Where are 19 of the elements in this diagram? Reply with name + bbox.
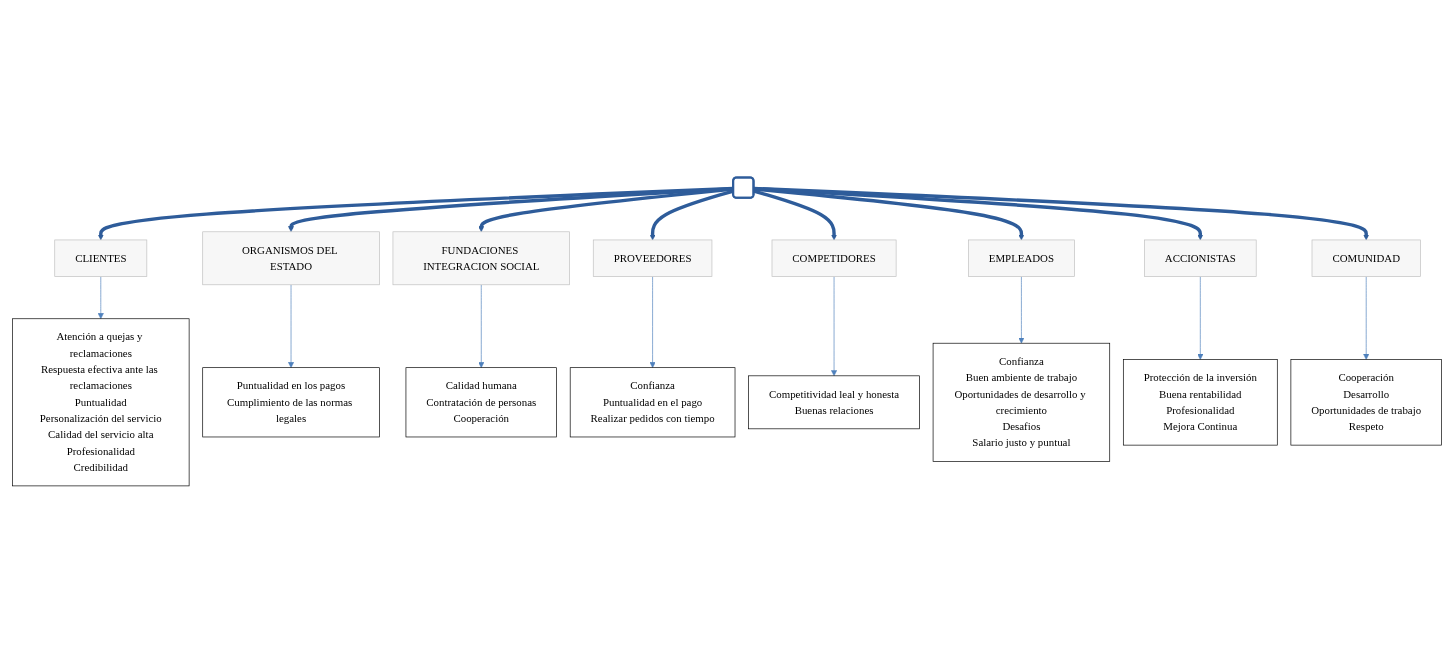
node-box: Puntualidad en los pagos Cumplimiento de las normas legales	[201, 367, 380, 438]
node-box: Protección de la inversión Buena rentabilidad Profesionalidad Mejora Continua	[1122, 359, 1278, 446]
arrow	[753, 187, 1369, 241]
node-box: PROVEEDORES	[592, 239, 712, 278]
node-box: FUNDACIONES INTEGRACION SOCIAL	[392, 231, 570, 286]
node-box: CLIENTES	[53, 239, 147, 278]
arrow	[753, 187, 1203, 241]
node-box: Competitividad leal y honesta Buenas relaciones	[747, 375, 920, 430]
node-box: COMPETIDORES	[771, 239, 896, 278]
node-box: EMPLEADOS	[967, 239, 1075, 278]
node-box: Cooperación Desarrollo Oportunidades de trabajo Respeto	[1290, 359, 1442, 446]
node-box: Confianza Puntualidad en el pago Realizar pedidos con tiempo	[569, 367, 735, 438]
node-box: Atención a quejas y reclamaciones Respuesta efectiva ante las reclamaciones Puntualidad Personalización del servicio Calidad del servicio alta Profesionalidad Credibilidad	[11, 318, 189, 487]
node-box: Confianza Buen ambiente de trabajo Oportunidades de desarrollo y crecimiento Desafios Salario justo y puntual	[932, 343, 1110, 463]
node-box: ORGANISMOS DEL ESTADO	[201, 231, 380, 286]
node-box: Calidad humana Contratación de personas Cooperación	[405, 367, 557, 438]
node-box: COMUNIDAD	[1311, 239, 1421, 278]
node-box: ACCIONISTAS	[1143, 239, 1257, 278]
arrow	[753, 187, 1024, 241]
